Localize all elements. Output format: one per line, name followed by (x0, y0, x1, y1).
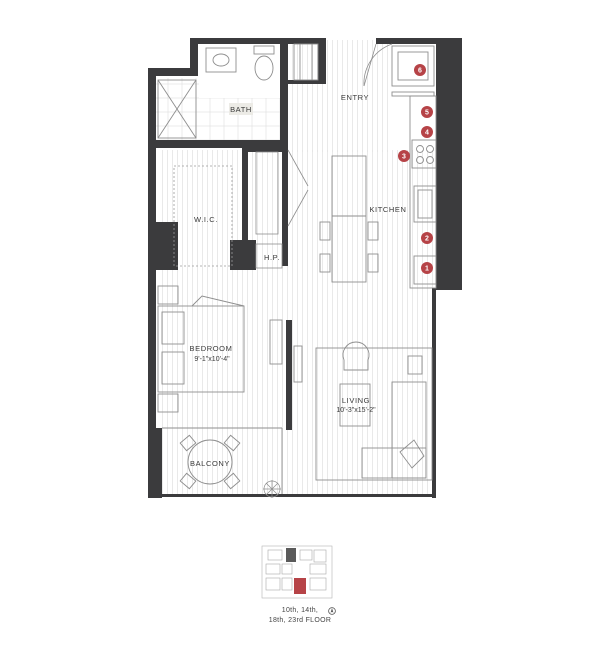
bedroom-label: BEDROOM (190, 344, 233, 353)
svg-text:3: 3 (402, 154, 406, 161)
svg-text:4: 4 (425, 130, 429, 137)
floors-line-2: 18th, 23rd FLOOR (268, 617, 332, 624)
kitchen-counter (409, 95, 437, 289)
living-label: LIVING (342, 396, 370, 405)
badge-6 (414, 64, 426, 76)
kitchen-island (319, 155, 379, 283)
svg-text:6: 6 (418, 68, 422, 75)
living-furniture (315, 341, 433, 481)
bedroom-dimensions: 9'-1"x10'-4" (194, 356, 230, 363)
badge-4 (421, 126, 433, 138)
closet-doors (255, 149, 309, 269)
badge-2 (421, 232, 433, 244)
appliance-badges: 6 5 4 3 2 1 (398, 64, 433, 274)
key-plan-highlight (294, 578, 306, 594)
balcony-label: BALCONY (190, 459, 230, 468)
walls (148, 38, 462, 498)
floors-line-1: 10th, 14th, (281, 607, 319, 614)
upper-cabinet (391, 45, 435, 97)
bath-label-tile (229, 103, 253, 115)
plant-icon (263, 480, 281, 498)
living-dimensions: 10'-3"x15'-2" (336, 407, 376, 414)
entry-label: ENTRY (341, 93, 369, 102)
badge-5 (421, 106, 433, 118)
wic-shelving (173, 165, 233, 267)
svg-text:5: 5 (425, 110, 429, 117)
badge-3 (398, 150, 410, 162)
balcony-furniture (162, 427, 283, 494)
wic-label: W.I.C. (194, 215, 218, 224)
kitchen-label: KITCHEN (369, 205, 406, 214)
entry-door (363, 43, 393, 87)
svg-text:2: 2 (425, 236, 429, 243)
bath-label: BATH (230, 105, 252, 114)
key-plan (261, 545, 333, 599)
bed (157, 285, 303, 413)
svg-text:1: 1 (425, 266, 429, 273)
hp-label: H.P. (264, 253, 280, 262)
floor-finishes (155, 40, 436, 496)
badge-1 (421, 262, 433, 274)
bath-fixtures (157, 43, 319, 139)
compass-icon (328, 607, 336, 615)
